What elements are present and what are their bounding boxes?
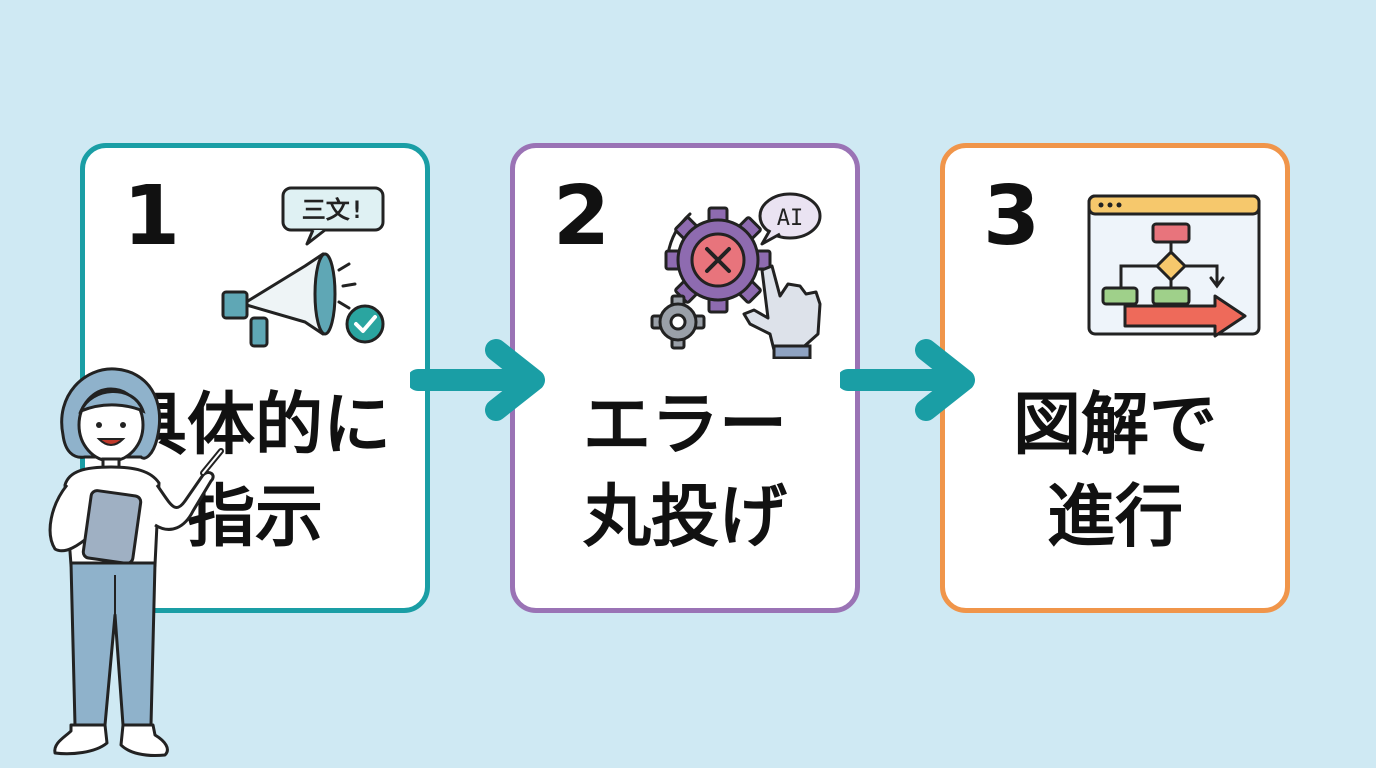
step-title-2: エラー 丸投げ	[515, 380, 855, 564]
bubble-text: 三文!	[302, 196, 364, 224]
megaphone-icon: 三文!	[221, 186, 385, 348]
person-with-tablet-illustration	[48, 367, 224, 757]
step-number-1: 1	[123, 169, 181, 264]
ai-bubble-text: AI	[777, 206, 804, 231]
step-title-3: 図解で 進行	[945, 380, 1285, 564]
step-title-3-line1: 図解で	[1012, 386, 1217, 465]
step-card-3: 3 図解で 進行	[940, 143, 1290, 613]
step-title-2-line1: エラー	[582, 386, 787, 465]
step-number-3: 3	[983, 169, 1041, 264]
step-title-3-line2: 進行	[1046, 478, 1183, 557]
arrow-right-icon	[840, 339, 975, 421]
step-title-1-line2: 指示	[186, 478, 323, 557]
flowchart-window-icon	[1087, 194, 1261, 338]
step-card-2: 2 AI	[510, 143, 860, 613]
gear-error-robot-hand-icon: AI	[650, 192, 822, 359]
step-title-1: 具体的に 指示	[85, 380, 425, 564]
step-number-2: 2	[553, 169, 611, 264]
arrow-right-icon	[410, 339, 545, 421]
step-title-2-line2: 丸投げ	[582, 478, 787, 557]
step-title-1-line1: 具体的に	[118, 386, 391, 465]
